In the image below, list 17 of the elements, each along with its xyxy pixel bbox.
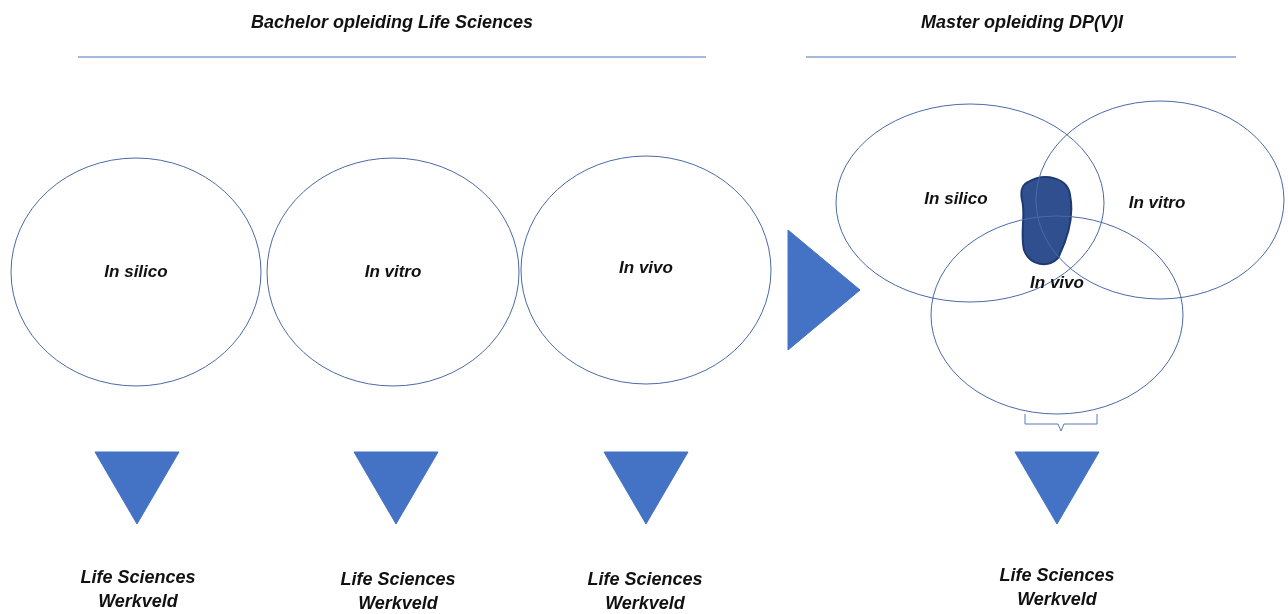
circle-label: In vivo [1030, 273, 1084, 293]
arrow-triangle [94, 451, 180, 525]
circle-label: In vitro [364, 262, 422, 282]
section-heading: Master opleiding DP(V)I [921, 12, 1123, 33]
outcome-label: Life Sciences Werkveld [570, 567, 720, 614]
outcome-label: Life Sciences Werkveld [323, 567, 473, 614]
circle-label: In silico [924, 189, 988, 209]
arrow-triangle [603, 451, 689, 525]
outcome-label: Life Sciences Werkveld [63, 565, 213, 613]
arrow-triangle [1014, 451, 1100, 525]
arrow-triangle [353, 451, 439, 525]
circle-label: In silico [104, 262, 168, 282]
circle-label: In vitro [1128, 193, 1186, 213]
outcome-label: Life Sciences Werkveld [982, 563, 1132, 611]
circle-label: In vivo [619, 258, 673, 278]
arrow-triangle [787, 229, 861, 351]
section-heading: Bachelor opleiding Life Sciences [250, 12, 534, 33]
